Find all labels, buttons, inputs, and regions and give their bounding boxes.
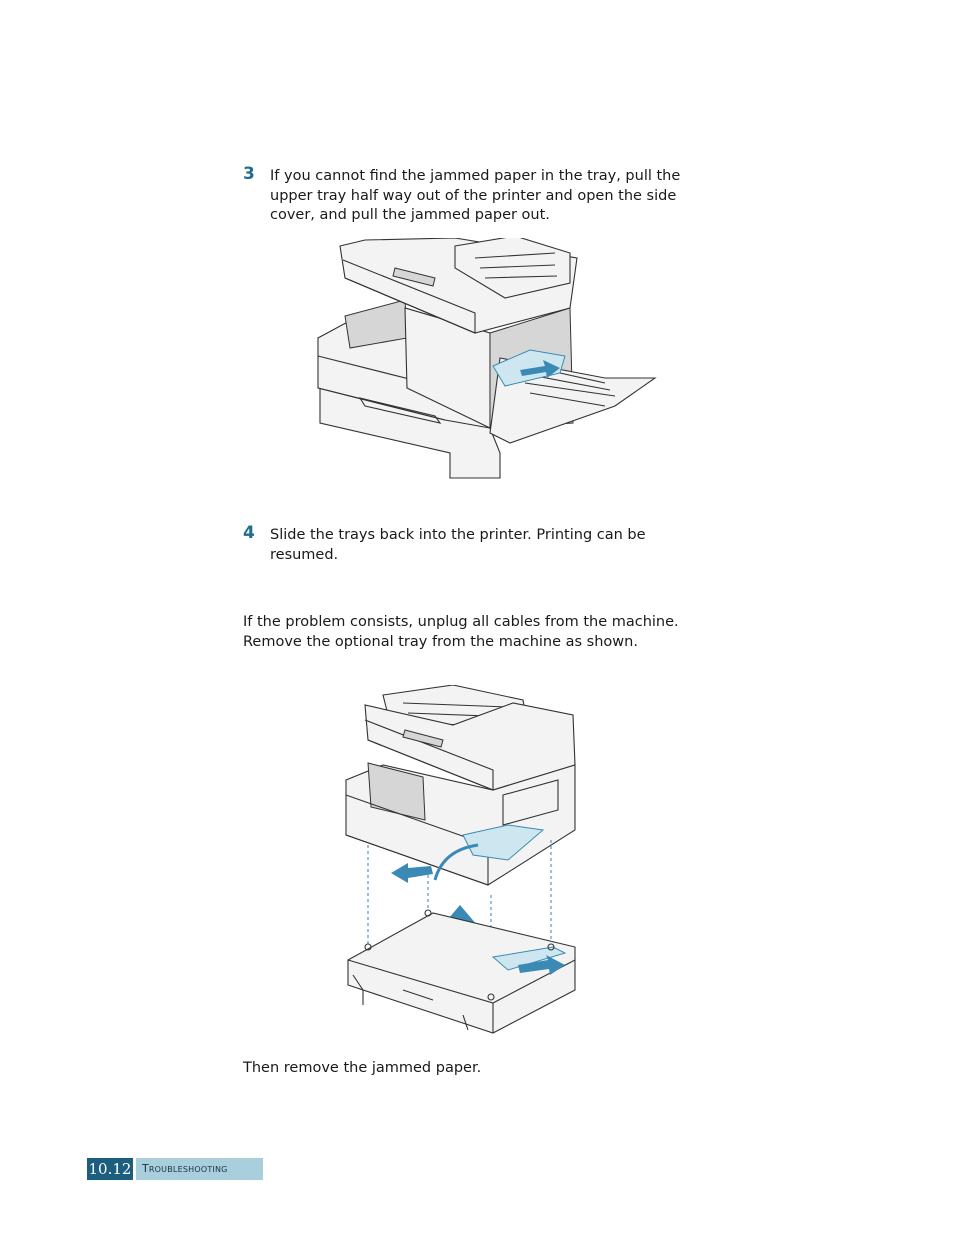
page-number: 10.12 bbox=[87, 1158, 133, 1180]
step-number: 4 bbox=[243, 523, 255, 543]
step-number: 3 bbox=[243, 164, 255, 184]
optional-tray-removal-illustration bbox=[343, 684, 583, 1044]
optional-tray-paragraph: If the problem consists, unplug all cabl… bbox=[243, 614, 679, 650]
step-text: Slide the trays back into the printer. P… bbox=[270, 527, 646, 563]
step-text: If you cannot find the jammed paper in t… bbox=[270, 168, 681, 223]
remove-paper-paragraph: Then remove the jammed paper. bbox=[243, 1060, 482, 1076]
side-cover-open-illustration bbox=[315, 235, 660, 484]
section-title: Troubleshooting bbox=[136, 1158, 263, 1180]
